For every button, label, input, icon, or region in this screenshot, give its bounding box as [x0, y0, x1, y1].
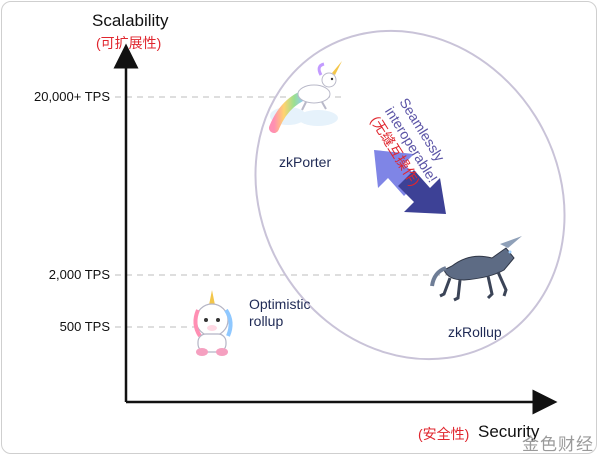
y-axis-title: Scalability — [92, 11, 169, 30]
zkporter-label: zkPorter — [279, 154, 332, 170]
zk-ellipse — [254, 29, 566, 361]
x-axis-subtitle: (安全性) — [418, 426, 470, 442]
y-axis-subtitle: (可扩展性) — [96, 35, 162, 51]
zkporter-unicorn-icon — [269, 61, 342, 133]
watermark-text: 金色财经 — [522, 435, 594, 454]
interop-arrow-down-right — [398, 170, 446, 214]
optimistic-label-line2: rollup — [249, 313, 284, 329]
x-axis-title: Security — [478, 422, 540, 441]
tick-label-20000: 20,000+ TPS — [33, 89, 110, 104]
zkrollup-label: zkRollup — [448, 324, 502, 340]
tick-label-500: 500 TPS — [59, 319, 110, 334]
optimistic-label-line1: Optimistic — [249, 296, 311, 312]
optimistic-unicorn-icon — [193, 290, 233, 356]
zkrollup-robot-unicorn-icon — [430, 236, 522, 302]
tick-label-2000: 2,000 TPS — [48, 267, 110, 282]
